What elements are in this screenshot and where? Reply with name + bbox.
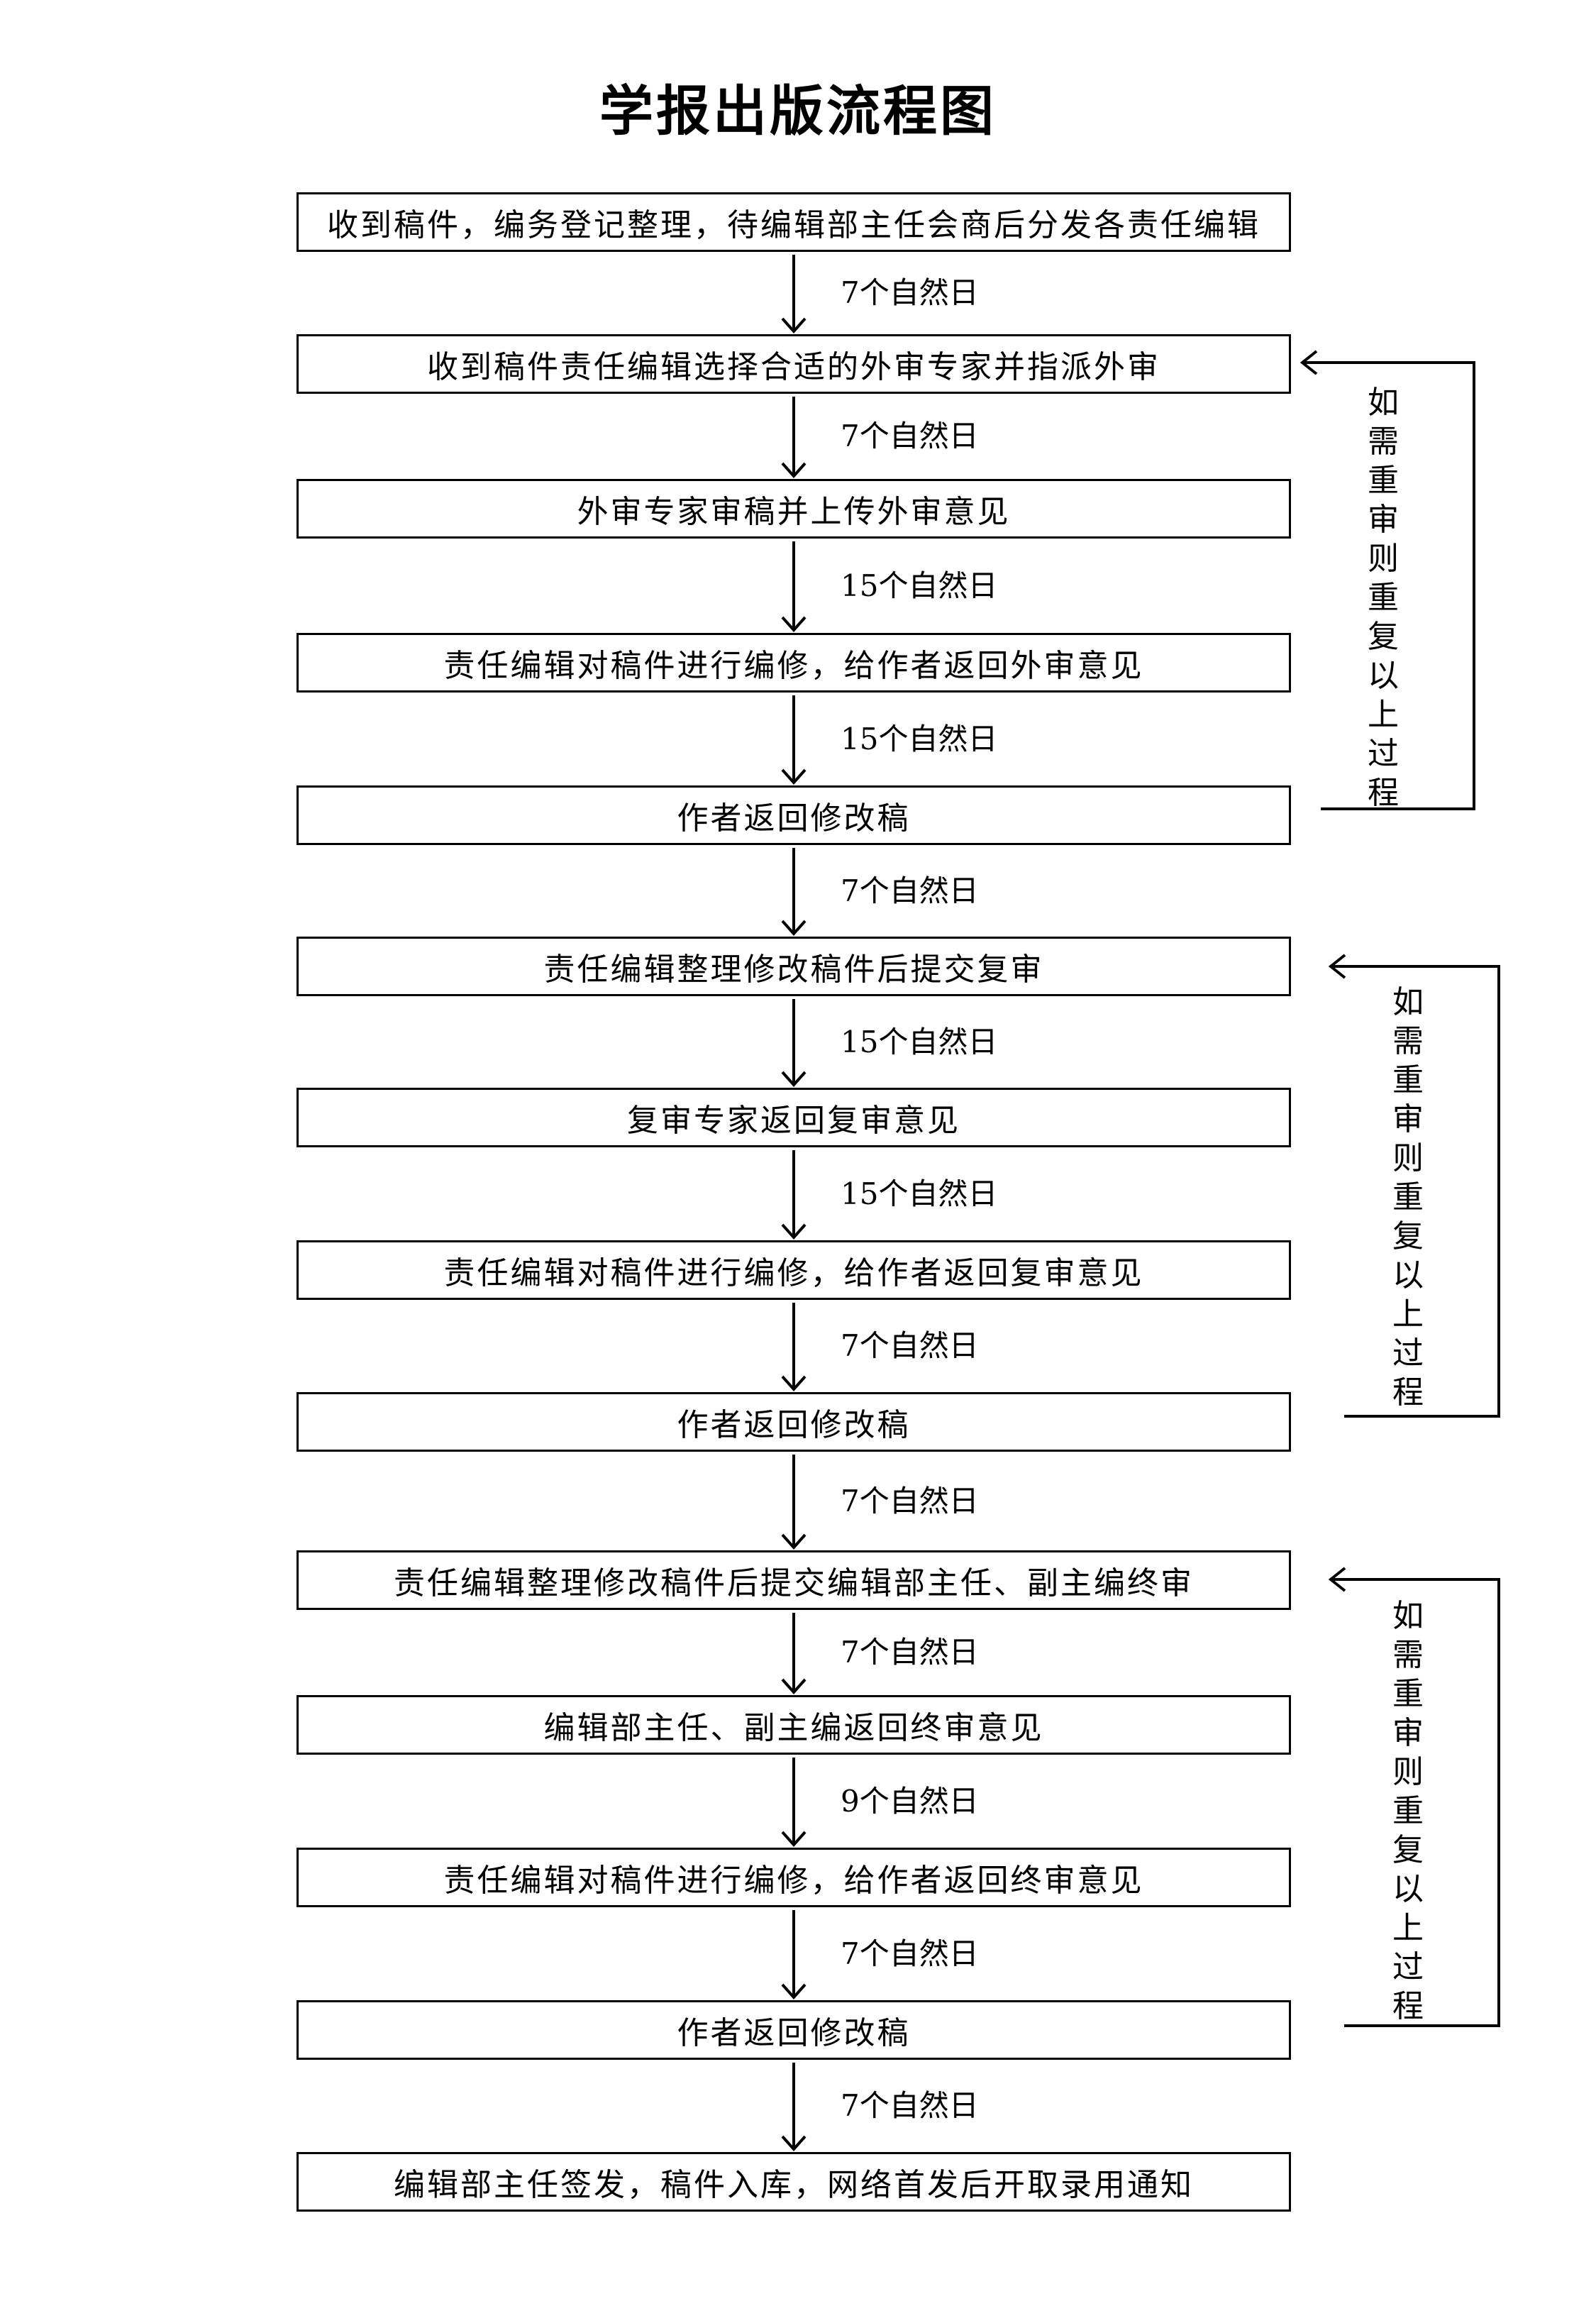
step-box-8: 责任编辑对稿件进行编修，给作者返回复审意见	[297, 1240, 1291, 1300]
step-box-1: 收到稿件，编务登记整理，待编辑部主任会商后分发各责任编辑	[297, 192, 1291, 252]
step-box-14: 编辑部主任签发，稿件入库，网络首发后开取录用通知	[297, 2152, 1291, 2212]
step-label: 作者返回修改稿	[677, 1407, 911, 1443]
down-arrow-icon	[781, 1910, 807, 2000]
step-box-13: 作者返回修改稿	[297, 2000, 1291, 2060]
step-label: 责任编辑对稿件进行编修，给作者返回终审意见	[443, 1863, 1144, 1899]
step-label: 收到稿件，编务登记整理，待编辑部主任会商后分发各责任编辑	[327, 207, 1260, 243]
step-label: 责任编辑整理修改稿件后提交复审	[543, 951, 1044, 988]
step-box-11: 编辑部主任、副主编返回终审意见	[297, 1695, 1291, 1755]
interval-label: 15个自然日	[841, 721, 998, 756]
interval-label: 7个自然日	[841, 1936, 979, 1971]
down-arrow-icon	[781, 695, 807, 785]
step-label: 责任编辑整理修改稿件后提交编辑部主任、副主编终审	[394, 1565, 1194, 1601]
step-box-6: 责任编辑整理修改稿件后提交复审	[297, 937, 1291, 996]
interval-label: 15个自然日	[841, 568, 998, 603]
step-box-12: 责任编辑对稿件进行编修，给作者返回终审意见	[297, 1848, 1291, 1907]
loop-note: 如需重审则重复以上过程	[1392, 984, 1424, 1411]
interval-label: 7个自然日	[841, 419, 979, 453]
down-arrow-icon	[781, 848, 807, 937]
down-arrow-icon	[781, 541, 807, 633]
page-title: 学报出版流程图	[599, 79, 997, 143]
step-label: 责任编辑对稿件进行编修，给作者返回复审意见	[443, 1255, 1144, 1291]
down-arrow-icon	[781, 1303, 807, 1392]
step-box-7: 复审专家返回复审意见	[297, 1088, 1291, 1147]
interval-label: 7个自然日	[841, 275, 979, 310]
down-arrow-icon	[781, 2063, 807, 2152]
step-box-9: 作者返回修改稿	[297, 1392, 1291, 1452]
interval-label: 7个自然日	[841, 2088, 979, 2123]
down-arrow-icon	[781, 1758, 807, 1848]
loop-note: 如需重审则重复以上过程	[1392, 1598, 1424, 2024]
interval-label: 7个自然日	[841, 1483, 979, 1518]
step-box-4: 责任编辑对稿件进行编修，给作者返回外审意见	[297, 633, 1291, 693]
step-label: 编辑部主任、副主编返回终审意见	[543, 1710, 1044, 1746]
down-arrow-icon	[781, 1455, 807, 1550]
down-arrow-icon	[781, 255, 807, 334]
interval-label: 15个自然日	[841, 1176, 998, 1211]
step-box-2: 收到稿件责任编辑选择合适的外审专家并指派外审	[297, 334, 1291, 394]
step-label: 编辑部主任签发，稿件入库，网络首发后开取录用通知	[394, 2167, 1194, 2203]
step-label: 收到稿件责任编辑选择合适的外审专家并指派外审	[427, 349, 1160, 385]
step-label: 作者返回修改稿	[677, 800, 911, 837]
down-arrow-icon	[781, 999, 807, 1088]
interval-label: 7个自然日	[841, 1328, 979, 1363]
down-arrow-icon	[781, 1150, 807, 1240]
step-label: 责任编辑对稿件进行编修，给作者返回外审意见	[443, 648, 1144, 684]
interval-label: 7个自然日	[841, 873, 979, 908]
step-label: 作者返回修改稿	[677, 2015, 911, 2051]
interval-label: 7个自然日	[841, 1635, 979, 1670]
interval-label: 15个自然日	[841, 1024, 998, 1059]
step-label: 复审专家返回复审意见	[627, 1103, 960, 1139]
interval-label: 9个自然日	[841, 1783, 979, 1819]
loop-note: 如需重审则重复以上过程	[1368, 385, 1399, 811]
step-box-10: 责任编辑整理修改稿件后提交编辑部主任、副主编终审	[297, 1550, 1291, 1610]
step-box-3: 外审专家审稿并上传外审意见	[297, 479, 1291, 539]
step-box-5: 作者返回修改稿	[297, 785, 1291, 845]
step-label: 外审专家审稿并上传外审意见	[577, 494, 1011, 530]
down-arrow-icon	[781, 397, 807, 479]
down-arrow-icon	[781, 1613, 807, 1695]
